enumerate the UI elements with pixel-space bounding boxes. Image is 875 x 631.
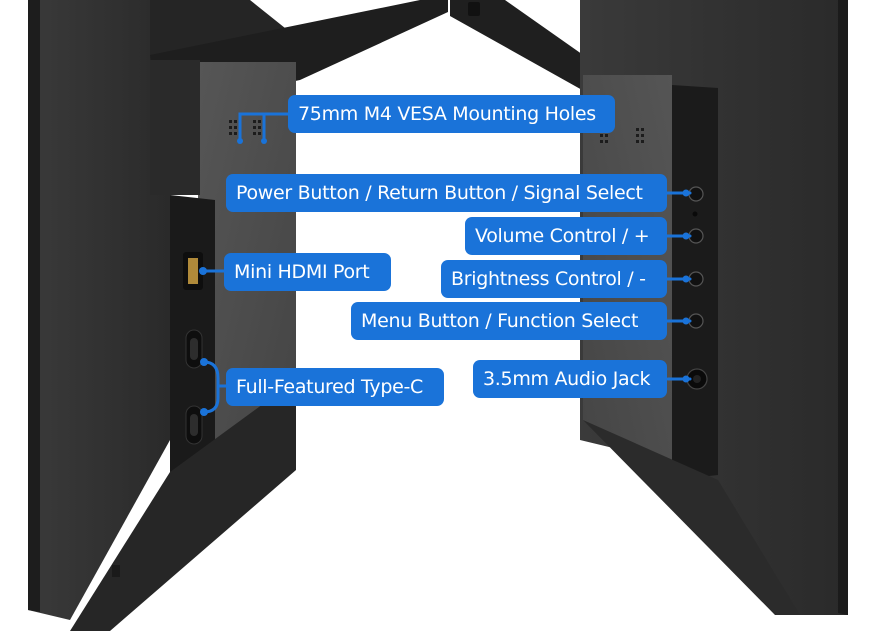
brightness-control-label: Brightness Control / - [441, 260, 667, 298]
left-monitor-back [28, 0, 170, 620]
center-hinge [450, 0, 720, 100]
menu-button-label: Menu Button / Function Select [351, 302, 667, 340]
vesa-mounting-holes-label: 75mm M4 VESA Mounting Holes [288, 95, 615, 133]
left-bezel-strip [150, 60, 200, 195]
vesa-hole-icon [229, 120, 261, 135]
audio-jack-label: 3.5mm Audio Jack [473, 360, 667, 398]
volume-control-label: Volume Control / + [465, 217, 667, 255]
power-button-label: Power Button / Return Button / Signal Se… [226, 174, 667, 212]
left-bottom-foot [112, 565, 120, 577]
mini-hdmi-port-label: Mini HDMI Port [224, 253, 391, 291]
left-monitor-edge [28, 0, 40, 612]
usb-type-c-port-icon [185, 405, 203, 445]
type-c-port-label: Full-Featured Type-C [226, 368, 444, 406]
indicator-led-icon [692, 211, 698, 217]
callout-dots [199, 138, 690, 416]
right-monitor-edge [838, 0, 848, 615]
left-lower-body [70, 380, 296, 631]
right-lower-body [583, 420, 800, 615]
mini-hdmi-port-icon [183, 252, 203, 290]
usb-type-c-port-icon [185, 329, 203, 369]
